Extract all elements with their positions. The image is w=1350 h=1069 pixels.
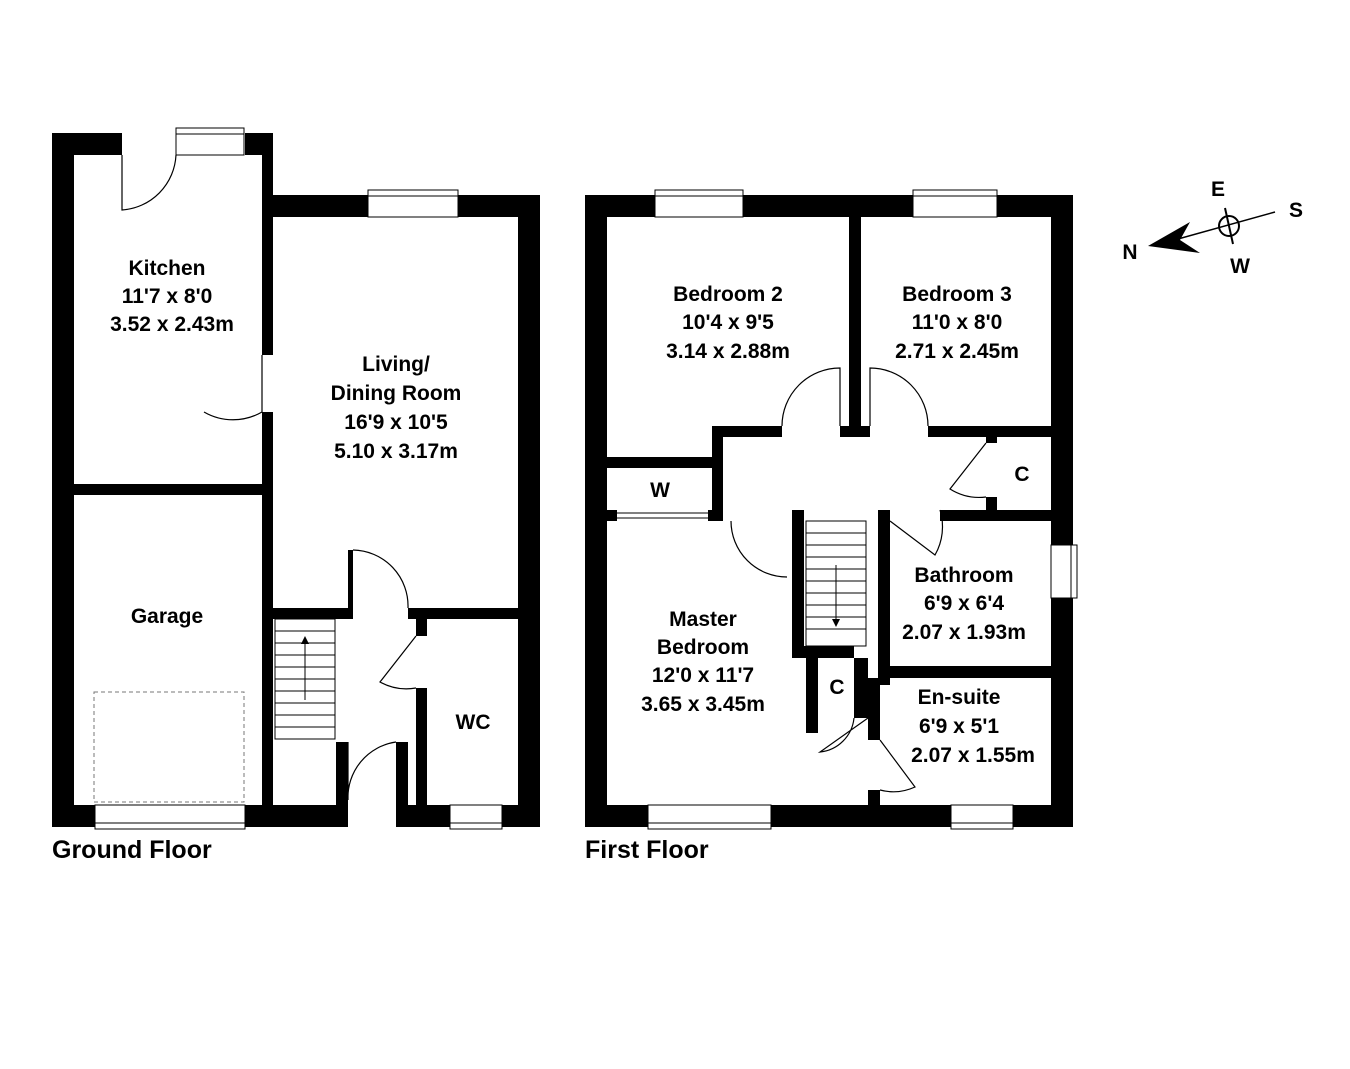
ensuite-size-metric: 2.07 x 1.55m [911,744,1035,767]
bathroom-size-imperial: 6'9 x 6'4 [924,592,1004,615]
first-floor-windows [647,189,1078,830]
living-size-imperial: 16'9 x 10'5 [344,411,448,434]
compass-south: S [1289,199,1303,222]
master-size-imperial: 12'0 x 11'7 [652,664,754,687]
master-size-metric: 3.65 x 3.45m [641,693,765,716]
master-cupboard-label: C [829,676,844,699]
first-floor-plan: Bedroom 2 10'4 x 9'5 3.14 x 2.88m Bedroo… [585,189,1078,864]
garage-door-outline [93,691,245,803]
ground-floor-doors [121,154,417,801]
bathroom-name: Bathroom [914,564,1013,587]
landing-cupboard-label: C [1014,463,1029,486]
ensuite-size-imperial: 6'9 x 5'1 [919,715,999,738]
bedroom2-size-imperial: 10'4 x 9'5 [682,311,774,334]
kitchen-name: Kitchen [128,257,205,280]
bedroom3-size-imperial: 11'0 x 8'0 [912,311,1003,334]
master-name-line2: Bedroom [657,636,749,659]
ground-floor-walls [52,133,540,827]
bedroom2-name: Bedroom 2 [673,283,783,306]
compass-north: N [1122,241,1137,264]
ground-floor-plan: Kitchen 11'7 x 8'0 3.52 x 2.43m Living/ … [52,127,540,864]
living-name-line2: Dining Room [331,382,462,405]
compass-rose-icon [1218,215,1240,237]
kitchen-size-metric: 3.52 x 2.43m [110,313,234,336]
ground-floor-windows [94,127,503,830]
living-name-line1: Living/ [362,353,430,376]
garage-name: Garage [131,605,203,628]
compass-east: E [1211,178,1225,201]
bedroom3-size-metric: 2.71 x 2.45m [895,340,1019,363]
first-floor-walls [585,195,1073,827]
ground-floor-title: Ground Floor [52,836,212,864]
kitchen-size-imperial: 11'7 x 8'0 [122,285,213,308]
bedroom2-size-metric: 3.14 x 2.88m [666,340,790,363]
master-name-line1: Master [669,608,737,631]
wc-name: WC [456,711,491,734]
north-arrow-icon [1148,222,1200,253]
ground-floor-stairs [274,618,336,740]
first-floor-stairs [805,520,867,647]
living-size-metric: 5.10 x 3.17m [334,440,458,463]
first-floor-doors [617,367,987,793]
bathroom-size-metric: 2.07 x 1.93m [902,621,1026,644]
first-floor-title: First Floor [585,836,709,864]
compass: N S E W [1122,178,1303,278]
bedroom3-name: Bedroom 3 [902,283,1012,306]
compass-west: W [1230,255,1250,278]
wardrobe-label: W [650,479,670,502]
ensuite-name: En-suite [918,686,1001,709]
